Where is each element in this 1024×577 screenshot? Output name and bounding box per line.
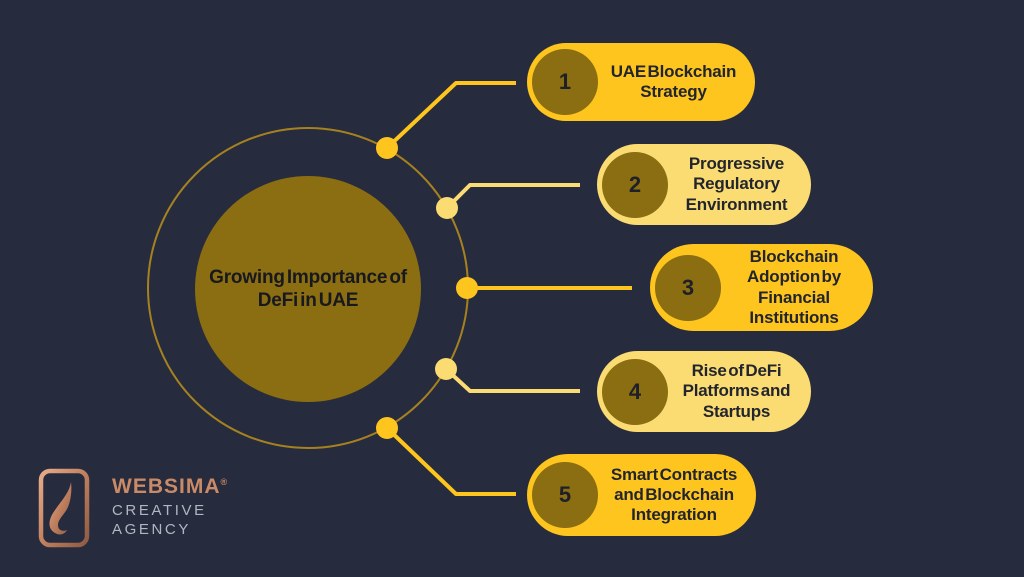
badge-number-5: 5: [532, 462, 598, 528]
badge-item-1: 1 UAE Blockchain Strategy: [527, 43, 755, 121]
badge-label-2: Progressive Regulatory Environment: [685, 154, 788, 214]
badge-number-3: 3: [655, 254, 721, 321]
badge-item-4: 4 Rise of DeFi Platforms and Startups: [597, 351, 811, 432]
websima-logo-tagline: CREATIVE AGENCY: [112, 502, 227, 540]
tagline-line-1: CREATIVE: [112, 502, 207, 520]
connector-line-2: [445, 183, 580, 210]
badge-item-2: 2 Progressive Regulatory Environment: [597, 144, 811, 225]
registered-trademark-symbol: ®: [220, 477, 228, 488]
badge-number-4: 4: [602, 358, 668, 425]
connector-dot-2: [436, 197, 458, 219]
badge-label-1: UAE Blockchain Strategy: [610, 61, 737, 101]
logo-name-text: WEBSIMA: [112, 475, 221, 499]
central-topic-circle: Growing Importance of DeFi in UAE: [195, 176, 421, 402]
badge-item-5: 5 Smart Contracts and Blockchain Integra…: [527, 454, 756, 536]
tagline-line-2: AGENCY: [112, 521, 191, 538]
websima-logo-name: WEBSIMA®: [112, 476, 227, 497]
badge-label-4: Rise of DeFi Platforms and Startups: [682, 361, 791, 421]
websima-logo-icon: [38, 468, 90, 548]
central-topic-title: Growing Importance of DeFi in UAE: [209, 266, 407, 311]
connector-line-4: [444, 367, 580, 393]
connector-dot-5: [376, 417, 398, 439]
connector-dot-3: [456, 277, 478, 299]
connector-dot-4: [435, 358, 457, 380]
badge-label-5: Smart Contracts and Blockchain Integrati…: [610, 464, 738, 525]
badge-number-1: 1: [532, 49, 598, 115]
badge-item-3: 3 Blockchain Adoption by Financial Insti…: [650, 244, 873, 331]
connector-line-5: [385, 426, 516, 496]
badge-number-2: 2: [602, 151, 668, 218]
badge-label-3: Blockchain Adoption by Financial Institu…: [747, 247, 841, 327]
websima-logo-text: WEBSIMA® CREATIVE AGENCY: [112, 476, 227, 540]
websima-logo: WEBSIMA® CREATIVE AGENCY: [38, 468, 227, 548]
connector-dot-1: [376, 137, 398, 159]
connector-line-1: [385, 81, 516, 150]
